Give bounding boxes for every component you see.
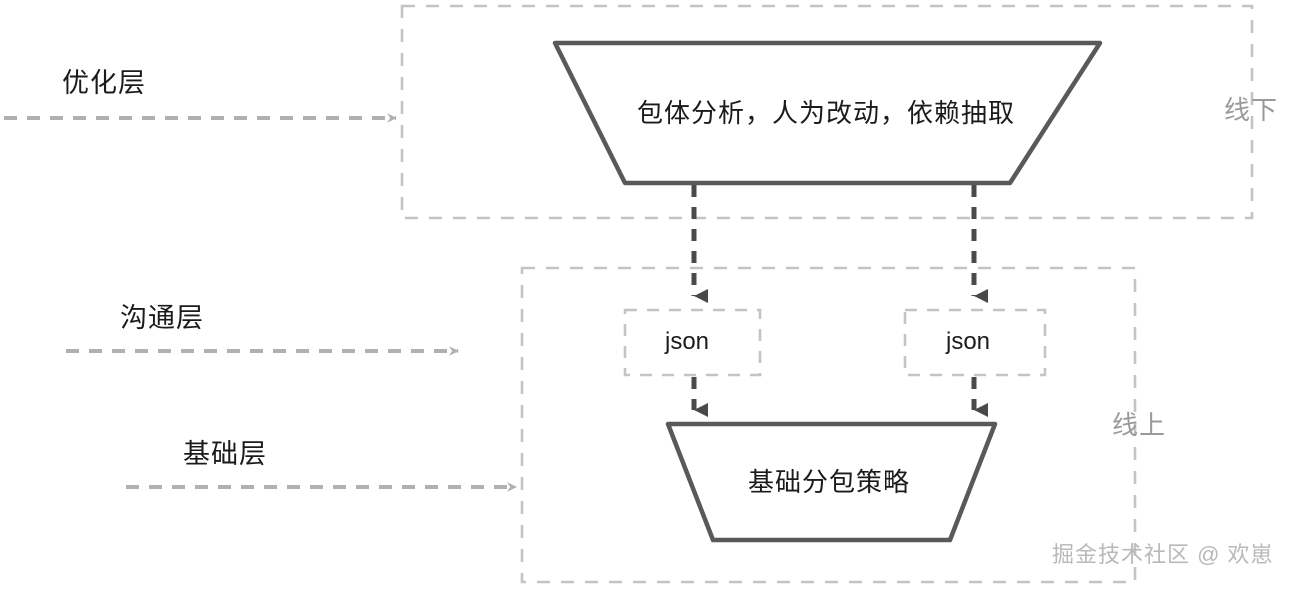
node-label-analysis: 包体分析，人为改动，依赖抽取 (637, 98, 1016, 128)
node-shape-json-right (903, 308, 1047, 377)
layer-label-optimization: 优化层 (62, 68, 146, 98)
zone-label-offline: 线下 (1224, 95, 1279, 125)
zone-box-offline (400, 4, 1254, 220)
node-label-json-left: json (665, 328, 710, 355)
zone-box-online (520, 266, 1137, 584)
node-shape-base-strategy (665, 421, 998, 543)
node-label-base-strategy: 基础分包策略 (748, 467, 911, 497)
node-label-json-right: json (946, 328, 991, 355)
zone-label-online: 线上 (1112, 410, 1167, 440)
layer-label-foundation: 基础层 (183, 439, 267, 469)
layer-label-communication: 沟通层 (120, 303, 204, 333)
node-shape-analysis (552, 40, 1103, 186)
watermark-text: 掘金技术社区 @ 欢崽 (1052, 542, 1274, 567)
node-shape-json-left (623, 308, 762, 377)
